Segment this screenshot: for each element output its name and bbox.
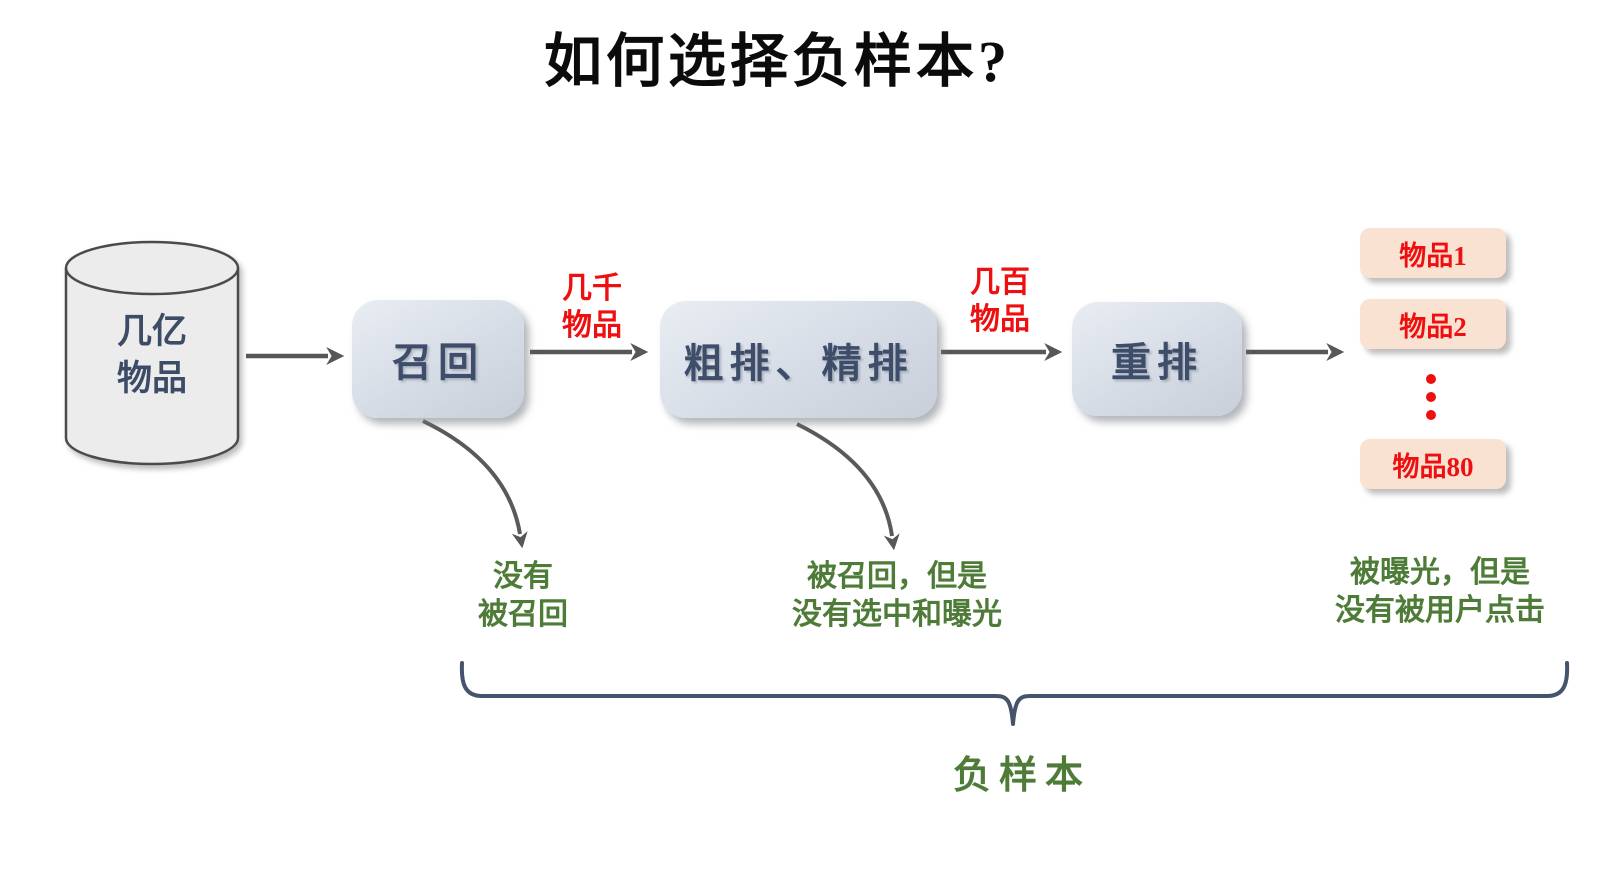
output-item-2: 物品2 bbox=[1360, 299, 1506, 349]
stage-rerank-label: 重排 bbox=[1111, 340, 1203, 385]
note-recalled-not-selected-line1: 被召回，但是 bbox=[807, 560, 987, 593]
stage-rerank: 重排 bbox=[1072, 302, 1242, 416]
curved-arrow-recall-to-note bbox=[422, 419, 528, 549]
items-database-label-line2: 物品 bbox=[116, 359, 187, 398]
page-title: 如何选择负样本? bbox=[543, 29, 1011, 94]
stage-recall-label: 召回 bbox=[392, 340, 484, 385]
edge-label-thousands: 几千 物品 bbox=[522, 270, 662, 344]
note-exposed-not-clicked-line1: 被曝光，但是 bbox=[1350, 556, 1530, 589]
note-recalled-not-selected-line2: 没有选中和曝光 bbox=[792, 598, 1002, 631]
edge-label-hundreds-line1: 几百 bbox=[970, 266, 1030, 299]
note-exposed-not-clicked: 被曝光，但是 没有被用户点击 bbox=[1290, 554, 1590, 630]
items-database-cylinder-shape bbox=[64, 240, 240, 466]
note-not-recalled-line1: 没有 bbox=[493, 560, 553, 593]
note-recalled-not-selected: 被召回，但是 没有选中和曝光 bbox=[747, 558, 1047, 634]
edge-label-hundreds-line2: 物品 bbox=[970, 303, 1030, 336]
output-item-1-label: 物品1 bbox=[1399, 240, 1467, 271]
stage-coarse-fine-rank: 粗排、精排 bbox=[660, 301, 937, 418]
output-item-80-label: 物品80 bbox=[1392, 451, 1474, 482]
note-exposed-not-clicked-line2: 没有被用户点击 bbox=[1335, 594, 1545, 627]
edge-label-thousands-line1: 几千 bbox=[562, 272, 622, 305]
vertical-ellipsis-icon bbox=[1426, 374, 1436, 420]
edge-label-hundreds: 几百 物品 bbox=[930, 264, 1070, 338]
curved-arrow-rank-to-note bbox=[796, 422, 900, 551]
output-item-80: 物品80 bbox=[1360, 439, 1506, 489]
output-item-1: 物品1 bbox=[1360, 228, 1506, 278]
stage-recall: 召回 bbox=[352, 300, 524, 418]
negative-samples-brace bbox=[459, 661, 1570, 726]
stage-coarse-fine-rank-label: 粗排、精排 bbox=[683, 340, 914, 386]
note-not-recalled: 没有 被召回 bbox=[423, 558, 623, 634]
items-database-label-line1: 几亿 bbox=[116, 312, 187, 351]
note-not-recalled-line2: 被召回 bbox=[478, 598, 568, 631]
items-database-label: 几亿 物品 bbox=[66, 308, 238, 402]
negative-samples-label: 负样本 bbox=[952, 755, 1091, 797]
edge-label-thousands-line2: 物品 bbox=[562, 309, 622, 342]
output-item-2-label: 物品2 bbox=[1399, 311, 1467, 342]
